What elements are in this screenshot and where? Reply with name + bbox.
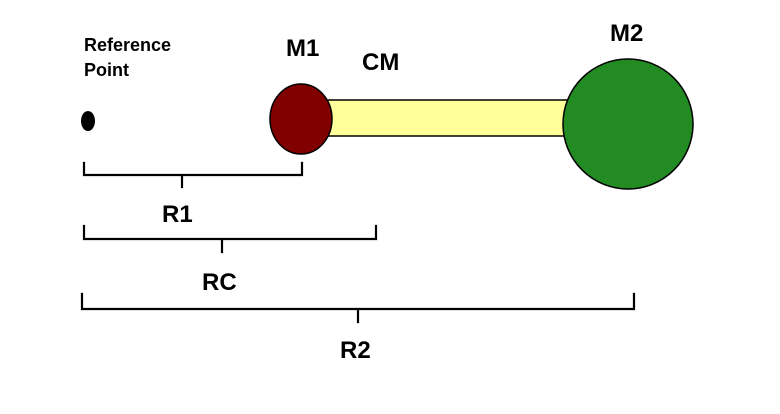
mass-m1-circle xyxy=(269,83,333,155)
mass-m2-circle xyxy=(562,58,694,190)
connecting-rod xyxy=(317,99,577,137)
r1-bracket xyxy=(82,161,304,189)
cm-label: CM xyxy=(362,49,399,76)
reference-point-dot xyxy=(81,111,95,131)
reference-label-line2: Point xyxy=(84,60,129,80)
reference-label-line1: Reference xyxy=(84,35,171,55)
m1-label: M1 xyxy=(286,35,319,62)
m2-label: M2 xyxy=(610,20,643,47)
r2-bracket xyxy=(80,292,636,324)
rc-label: RC xyxy=(202,269,237,296)
r2-label: R2 xyxy=(340,337,371,364)
rc-bracket xyxy=(82,224,378,254)
r1-label: R1 xyxy=(162,201,193,228)
